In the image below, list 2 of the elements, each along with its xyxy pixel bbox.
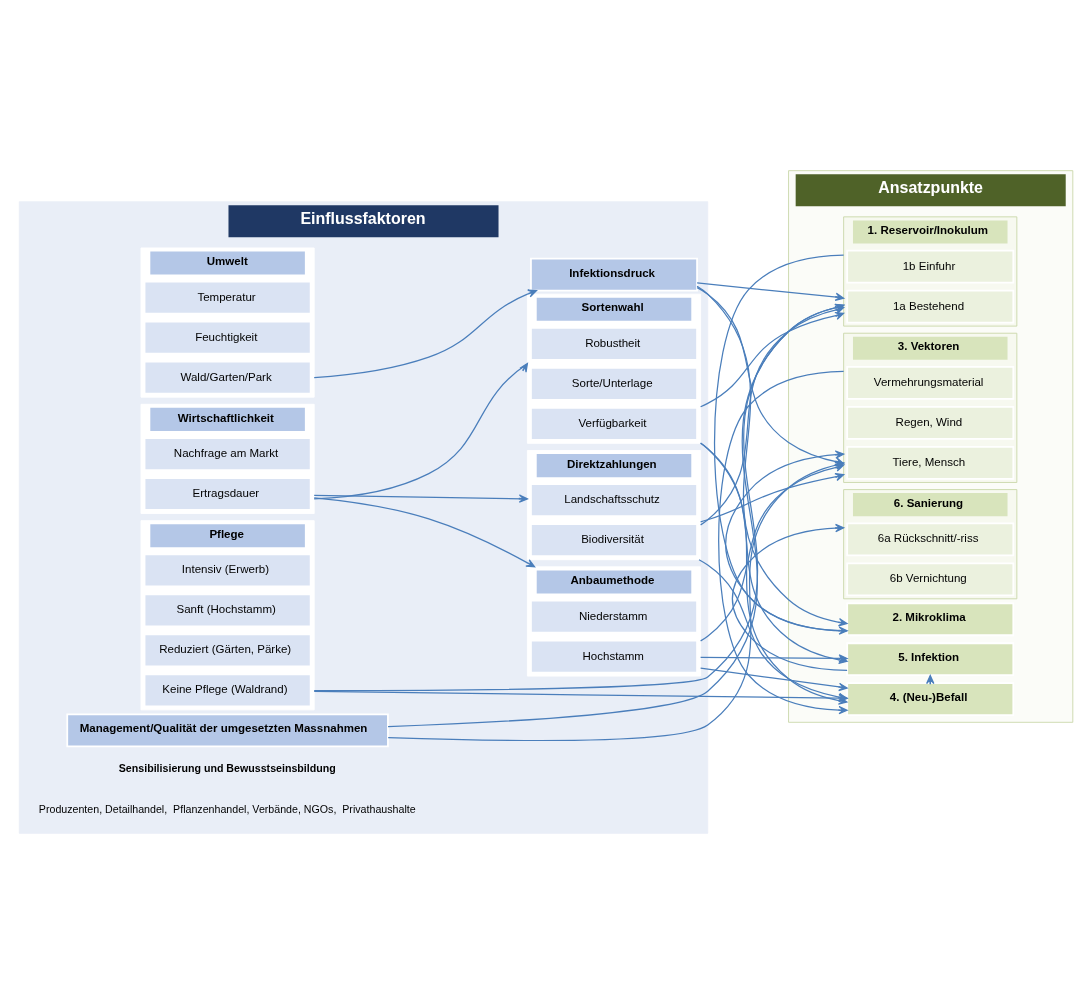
label: Produzenten, Detailhandel, Pflanzenhandel, Verbände, NGOs, Privathaushalte xyxy=(38,802,416,815)
label: Sensibilisierung und Bewusstseinsbildung xyxy=(118,761,336,774)
